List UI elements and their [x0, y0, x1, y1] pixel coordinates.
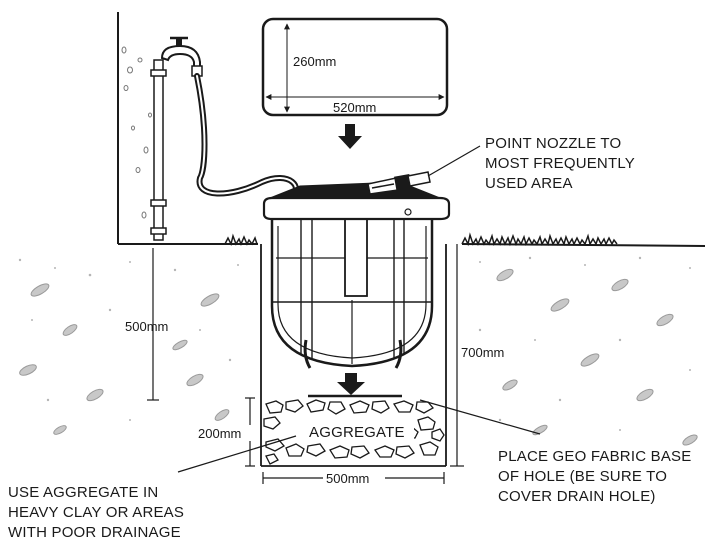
- aggregate-use-callout-line-1: USE AGGREGATE IN: [8, 484, 158, 501]
- pipe-depth-dimension: [147, 248, 159, 401]
- hole-outline: [260, 244, 447, 467]
- label-bg: [323, 470, 385, 486]
- aggregate-bed: AGGREGATE: [262, 398, 445, 465]
- aggregate-depth-label: 200mm: [198, 426, 241, 441]
- lid-width-label: 520mm: [333, 100, 376, 115]
- container-lid: [262, 181, 451, 221]
- aggregate-use-callout-line-3: WITH POOR DRAINAGE: [8, 524, 181, 541]
- aggregate-use-callout-line-2: HEAVY CLAY OR AREAS: [8, 504, 184, 521]
- down-arrow-icon: [338, 124, 362, 149]
- hole-depth-dimension: [450, 244, 464, 467]
- geo-fabric-leader-line: [419, 399, 541, 435]
- down-arrow-icon: [337, 373, 365, 395]
- container-tank: [270, 216, 434, 369]
- hole-depth-label: 700mm: [461, 345, 504, 360]
- geo-fabric-callout-line-3: COVER DRAIN HOLE): [498, 488, 656, 505]
- aggregate-use-callout: USE AGGREGATE IN HEAVY CLAY OR AREAS WIT…: [8, 484, 184, 541]
- soil-texture: [19, 268, 698, 446]
- ground-surface: [118, 232, 706, 247]
- lid-dimension-box: 260mm 520mm: [261, 17, 449, 117]
- supply-pipe: [150, 59, 167, 241]
- lid-height-label: 260mm: [293, 54, 336, 69]
- nozzle-callout-line-2: MOST FREQUENTLY: [485, 155, 635, 172]
- nozzle-callout: POINT NOZZLE TO MOST FREQUENTLY USED ARE…: [485, 135, 635, 192]
- aggregate-label: AGGREGATE: [309, 424, 405, 441]
- geo-fabric-callout-line-1: PLACE GEO FABRIC BASE: [498, 448, 691, 465]
- label-bg: [459, 343, 521, 361]
- nozzle-callout-line-3: USED AREA: [485, 175, 573, 192]
- pipe-depth-label: 500mm: [125, 319, 168, 334]
- nozzle-callout-line-1: POINT NOZZLE TO: [485, 135, 621, 152]
- geo-fabric-callout-line-2: OF HOLE (BE SURE TO: [498, 468, 667, 485]
- aggregate-leader-line: [177, 435, 297, 473]
- label-bg: [196, 425, 258, 441]
- faucet-icon: [160, 36, 203, 77]
- hole-width-label: 500mm: [326, 471, 369, 486]
- nozzle-icon: [367, 171, 431, 195]
- soil-stipple: [18, 256, 691, 431]
- geo-fabric-callout: PLACE GEO FABRIC BASE OF HOLE (BE SURE T…: [498, 448, 691, 505]
- nozzle-leader-line: [427, 145, 481, 177]
